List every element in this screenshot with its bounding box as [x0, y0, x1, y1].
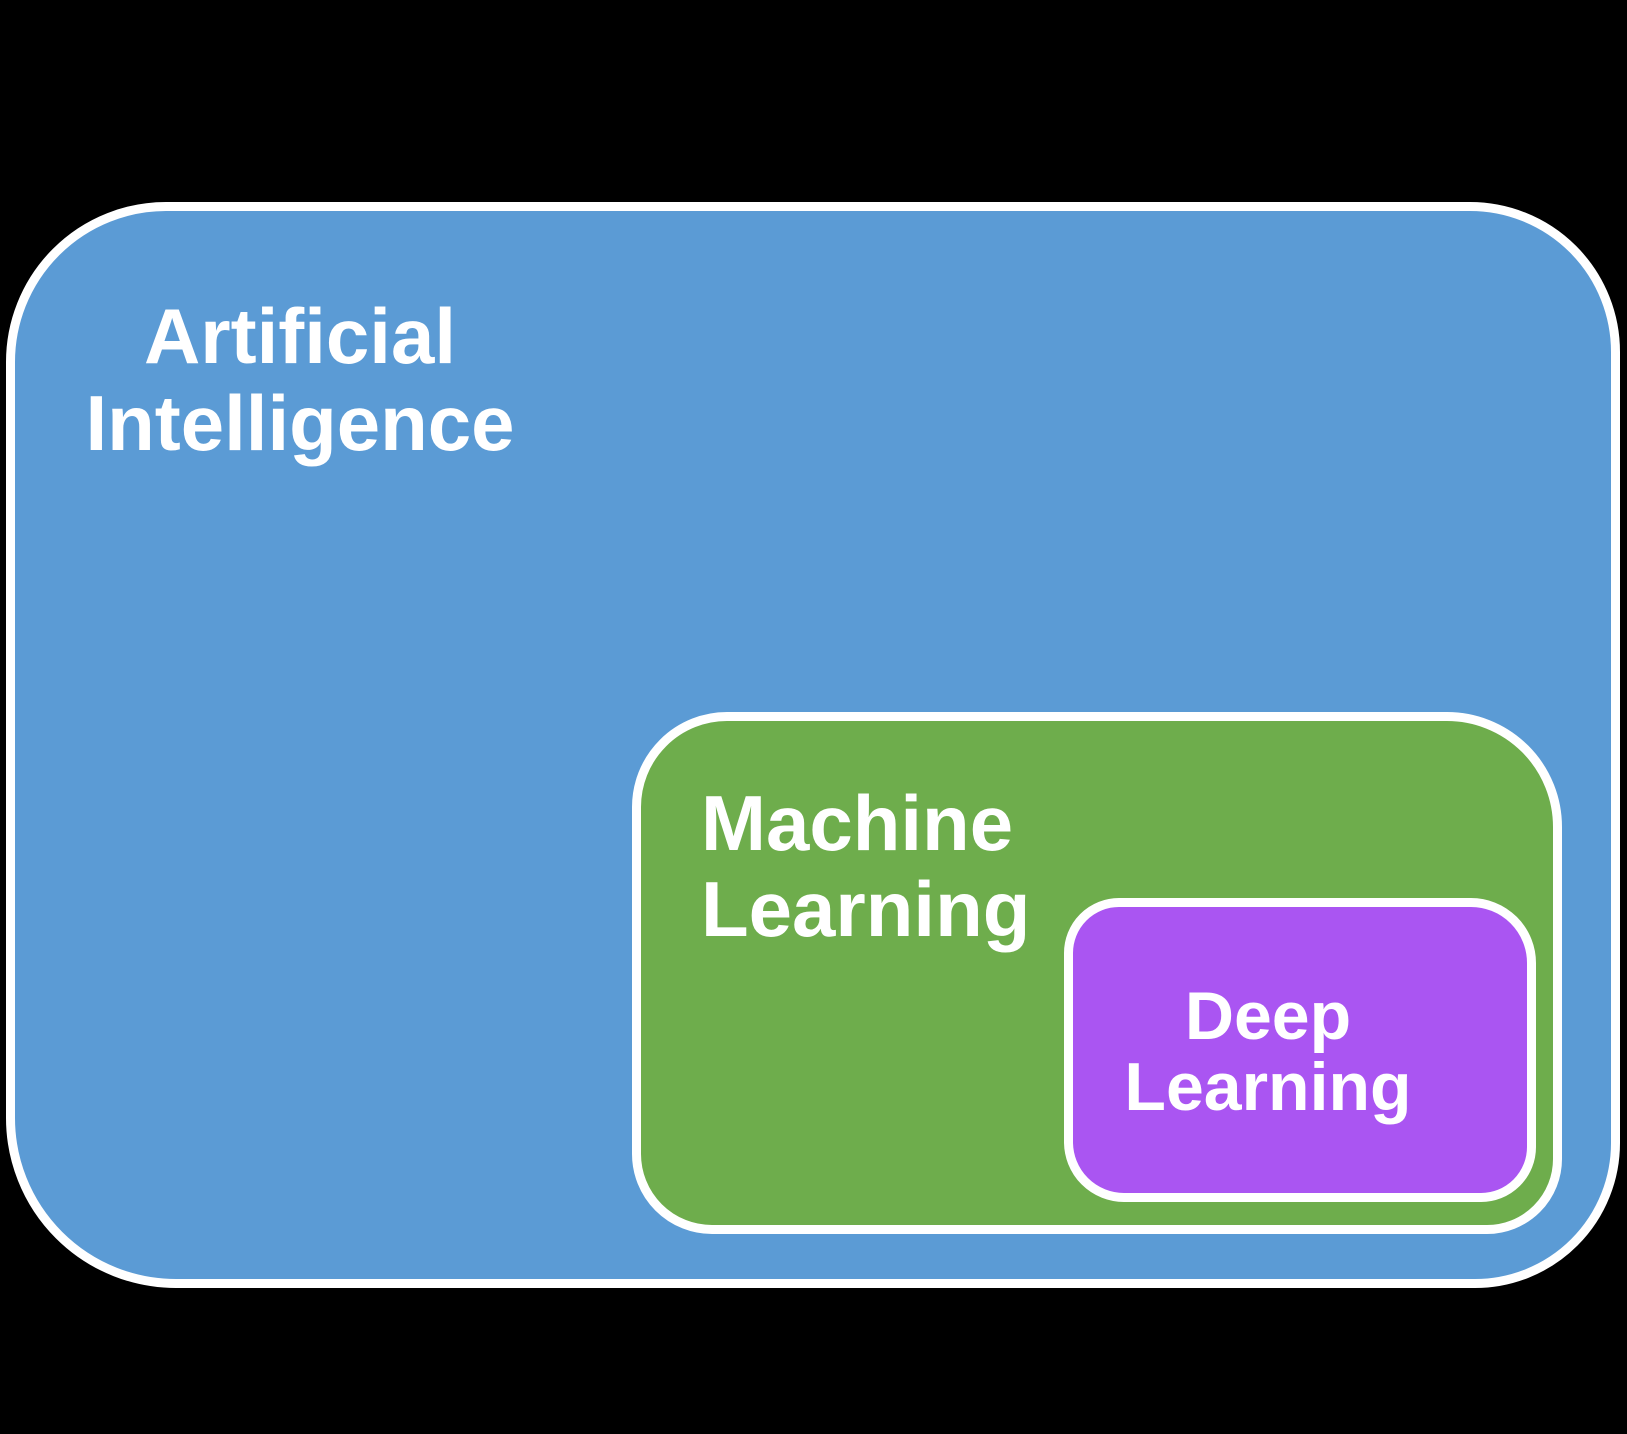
dl-label-line1: Deep: [1184, 978, 1352, 1054]
ml-label-line1: Machine: [701, 779, 1014, 867]
ai-set: Artificial Intelligence Machine Learning…: [6, 202, 1620, 1288]
ai-label-line1: Artificial: [143, 292, 457, 380]
ml-label: Machine Learning: [701, 779, 1031, 953]
dl-label: Deep Learning: [1073, 978, 1463, 1126]
ai-label-line2: Intelligence: [85, 379, 515, 468]
dl-set: Deep Learning: [1064, 898, 1536, 1202]
ai-label: Artificial Intelligence: [45, 292, 555, 468]
ml-label-line2: Learning: [701, 864, 1031, 953]
dl-label-line2: Learning: [1124, 1049, 1412, 1126]
ml-set: Machine Learning Deep Learning: [632, 712, 1562, 1234]
